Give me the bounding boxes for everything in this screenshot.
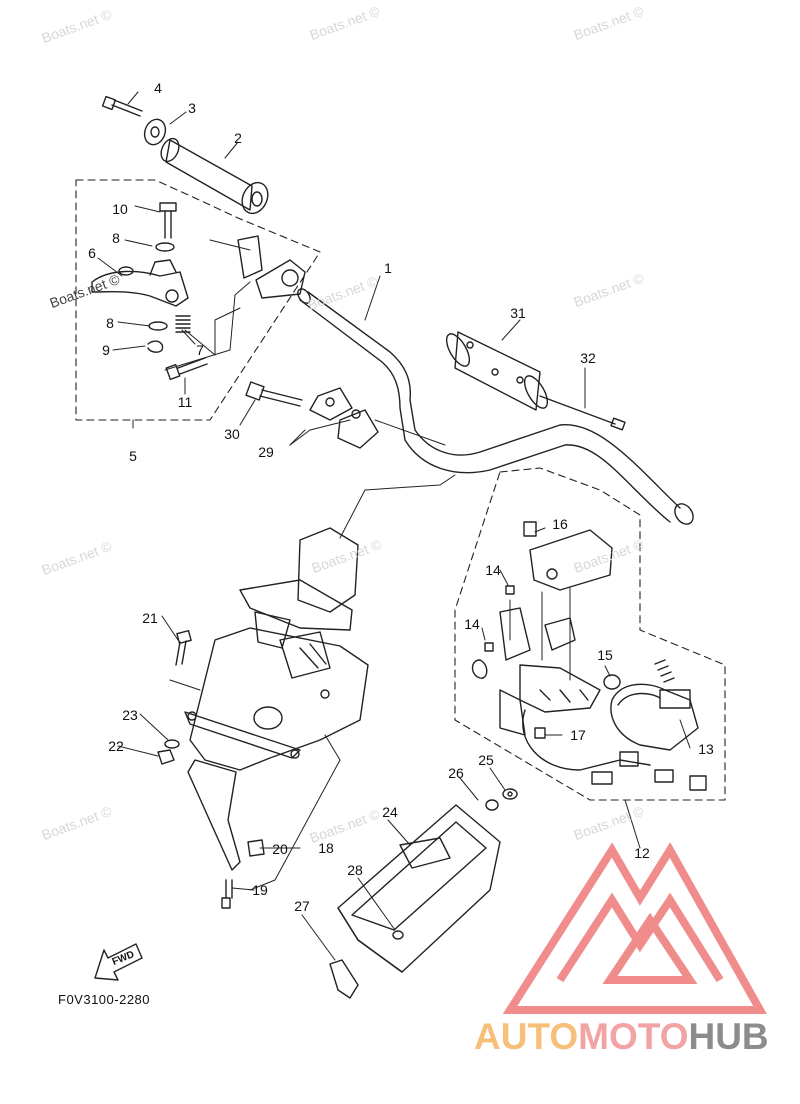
part-screw-14b: [484, 642, 494, 652]
callout-20: 20: [272, 841, 288, 857]
assembly-lines: [509, 587, 571, 681]
part-nut-22: [157, 749, 175, 765]
callout-18: 18: [318, 840, 334, 856]
callout-26: 26: [448, 765, 464, 781]
part-clip-9: [147, 340, 164, 353]
group-12-dashed-box: [454, 467, 726, 801]
part-handlebar-1: [297, 288, 694, 525]
part-bolt-19: [221, 879, 233, 909]
brand-part-hub: HUB: [688, 1016, 769, 1057]
part-screw-17: [534, 727, 546, 739]
part-tray-24: [337, 804, 501, 973]
part-wiring-12: [522, 709, 707, 791]
callout-21: 21: [142, 610, 158, 626]
callout-3: 3: [188, 100, 196, 116]
part-bolt-4: [101, 95, 143, 117]
part-throttle-housing: [237, 235, 306, 299]
callout-6: 6: [88, 245, 96, 261]
brand-part-auto: AUTO: [474, 1016, 579, 1057]
callout-27: 27: [294, 898, 310, 914]
part-steering-arm: [187, 759, 241, 871]
part-bolt-21: [175, 629, 192, 666]
callout-12: 12: [634, 845, 650, 861]
callout-1: 1: [384, 260, 392, 276]
part-bolt-30: [245, 381, 303, 407]
callout-24: 24: [382, 804, 398, 820]
callout-13: 13: [698, 741, 714, 757]
part-screw-26: [485, 799, 499, 811]
part-washer-25: [502, 788, 518, 800]
callout-7: 7: [196, 342, 204, 358]
callout-16: 16: [552, 516, 568, 532]
part-wire-32: [539, 395, 626, 431]
part-switch-16: [523, 521, 613, 591]
automotohub-logo-icon: [502, 842, 767, 1014]
part-pin-10: [159, 202, 177, 239]
part-clamp-27: [329, 959, 359, 999]
part-washer-8a: [155, 242, 175, 252]
leader-lines: [97, 91, 691, 961]
callout-28: 28: [347, 862, 363, 878]
callout-25: 25: [478, 752, 494, 768]
figure-code: F0V3100-2280: [58, 992, 151, 1007]
callout-11: 11: [177, 394, 193, 410]
callout-29: 29: [258, 444, 274, 460]
part-screw-14a: [505, 585, 515, 595]
callout-22: 22: [108, 738, 124, 754]
part-grip-2: [160, 137, 269, 215]
fwd-arrow-icon: [94, 943, 143, 981]
part-clamp-29: [309, 387, 379, 449]
callout-5: 5: [129, 448, 137, 464]
part-nut-20: [247, 839, 265, 857]
part-steering-column: [239, 527, 359, 679]
part-washer-8b: [148, 321, 168, 331]
part-spacer-3: [143, 118, 167, 146]
callout-2: 2: [234, 130, 242, 146]
callout-14a: 14: [485, 562, 501, 578]
part-bolt-11: [165, 357, 208, 381]
part-switch-assembly: [471, 607, 601, 736]
part-washer-23: [164, 739, 180, 749]
part-steering-cover: [184, 627, 369, 771]
automotohub-brand: AUTOMOTOHUB: [474, 1016, 769, 1058]
callout-32: 32: [580, 350, 596, 366]
part-spring-7: [175, 315, 191, 333]
callout-30: 30: [224, 426, 240, 442]
callout-19: 19: [252, 882, 268, 898]
part-lever-6: [91, 259, 189, 307]
callout-4: 4: [154, 80, 162, 96]
callout-17: 17: [570, 727, 586, 743]
callout-14b: 14: [464, 616, 480, 632]
callout-23: 23: [122, 707, 138, 723]
callout-15: 15: [597, 647, 613, 663]
part-coil-13: [610, 659, 699, 751]
callout-31: 31: [510, 305, 526, 321]
callout-10: 10: [112, 201, 128, 217]
callout-8a: 8: [112, 230, 120, 246]
callout-8b: 8: [106, 315, 114, 331]
part-sleeve-31: [445, 331, 549, 411]
brand-part-moto: MOTO: [578, 1016, 689, 1057]
callout-9: 9: [102, 342, 110, 358]
part-screw-15: [603, 674, 621, 690]
group-5-dashed-box: [75, 179, 321, 421]
